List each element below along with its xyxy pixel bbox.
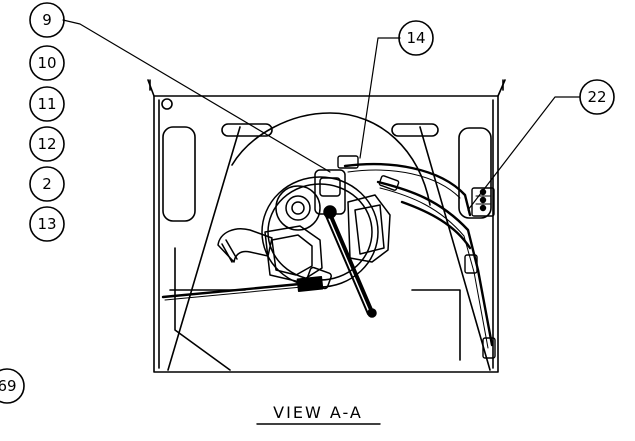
balloon-22-label: 22 [587,88,606,106]
hoses-right [337,155,496,359]
balloon-69 [0,368,25,404]
mount-hole [161,98,173,110]
balloon-69-label: 69 [0,377,17,395]
leader-9 [62,19,331,173]
hose-lower [376,180,494,347]
motor-left [275,185,321,231]
hose-upper [343,162,472,217]
hose-left [161,282,302,299]
slot-top-right [391,123,439,137]
slot-right [458,127,492,219]
balloon-10 [29,45,65,81]
balloon-11-label: 11 [37,95,56,113]
balloon-2 [29,166,65,202]
balloon-22 [579,79,615,115]
slot-left [162,126,196,222]
balloons [0,2,615,404]
wand [328,212,374,314]
balloon-labels: 9 10 11 12 2 13 14 22 69 [0,11,607,395]
leader-lines [62,19,581,211]
balloon-2-label: 2 [42,175,52,193]
pump-assembly [161,169,391,318]
hood-arc [231,112,431,206]
slot-top-left [221,123,273,137]
balloon-9 [29,2,65,38]
bracket-housing [147,79,506,373]
leader-22 [467,96,581,211]
balloon-13-label: 13 [37,215,56,233]
balloon-12-label: 12 [37,135,56,153]
balloon-9-label: 9 [42,11,52,29]
balloon-10-label: 10 [37,54,56,72]
balloon-13 [29,206,65,242]
connector-block [471,187,495,217]
balloon-14-label: 14 [406,29,425,47]
view-title: VIEW A-A [273,403,363,422]
balloon-14 [398,20,434,56]
frame-outline [147,79,506,373]
balloon-11 [29,86,65,122]
leader-14 [359,37,401,159]
balloon-12 [29,126,65,162]
